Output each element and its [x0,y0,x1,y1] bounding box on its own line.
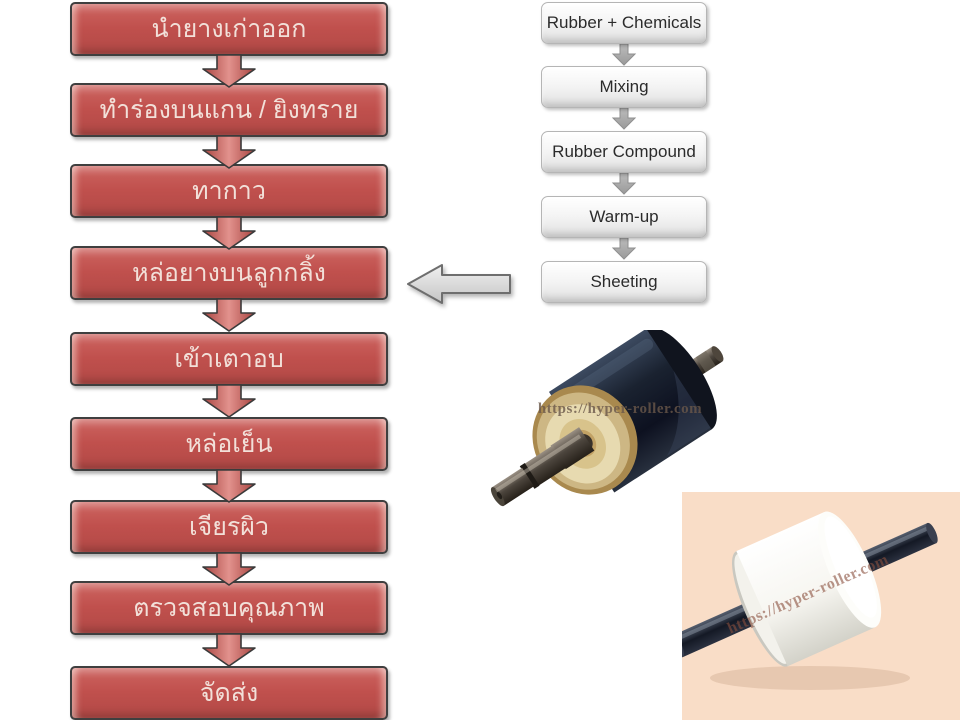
process-step-label: Warm-up [589,207,659,226]
flow-step-label: เข้าเตาอบ [174,344,284,373]
down-arrow-icon [202,552,256,586]
black-roller-image: https://hyper-roller.com [490,330,724,507]
down-arrow-icon [202,298,256,332]
down-arrow-icon [202,633,256,667]
flow-step-label: จัดส่ง [199,678,259,707]
white-roller-image: https://hyper-roller.com [682,492,960,720]
flow-step-label: หล่อยางบนลูกกลิ้ง [132,258,326,287]
watermark-text: https://hyper-roller.com [538,401,702,417]
down-arrow-icon [202,216,256,250]
down-arrow-icon [611,107,637,130]
process-step-box: Sheeting [541,261,707,303]
flow-step-box: เข้าเตาอบ [70,332,388,386]
down-arrow-icon [202,469,256,503]
flow-step-box: ตรวจสอบคุณภาพ [70,581,388,635]
flow-step-label: ทำร่องบนแกน / ยิงทราย [99,95,359,124]
flow-step-label: เจียรผิว [189,512,269,541]
left-arrow-icon [407,264,511,304]
down-arrow-icon [202,54,256,88]
down-arrow-icon [611,237,637,260]
flow-step-box: หล่อเย็น [70,417,388,471]
flow-step-box: เจียรผิว [70,500,388,554]
flow-step-label: นำยางเก่าออก [151,14,307,43]
down-arrow-icon [611,43,637,66]
down-arrow-icon [202,135,256,169]
process-step-label: Rubber Compound [552,142,696,161]
flow-step-box: นำยางเก่าออก [70,2,388,56]
flow-step-box: ทำร่องบนแกน / ยิงทราย [70,83,388,137]
process-step-box: Rubber + Chemicals [541,2,707,44]
flow-step-box: จัดส่ง [70,666,388,720]
process-step-box: Mixing [541,66,707,108]
flow-step-label: หล่อเย็น [185,429,273,458]
flow-step-label: ตรวจสอบคุณภาพ [133,593,325,622]
process-step-label: Sheeting [590,272,658,291]
down-arrow-icon [202,384,256,418]
flow-step-label: ทากาว [192,176,266,205]
flow-step-box: หล่อยางบนลูกกลิ้ง [70,246,388,300]
down-arrow-icon [611,172,637,195]
process-step-box: Rubber Compound [541,131,707,173]
process-step-label: Rubber + Chemicals [546,13,702,32]
process-step-box: Warm-up [541,196,707,238]
flow-step-box: ทากาว [70,164,388,218]
process-step-label: Mixing [599,77,649,96]
